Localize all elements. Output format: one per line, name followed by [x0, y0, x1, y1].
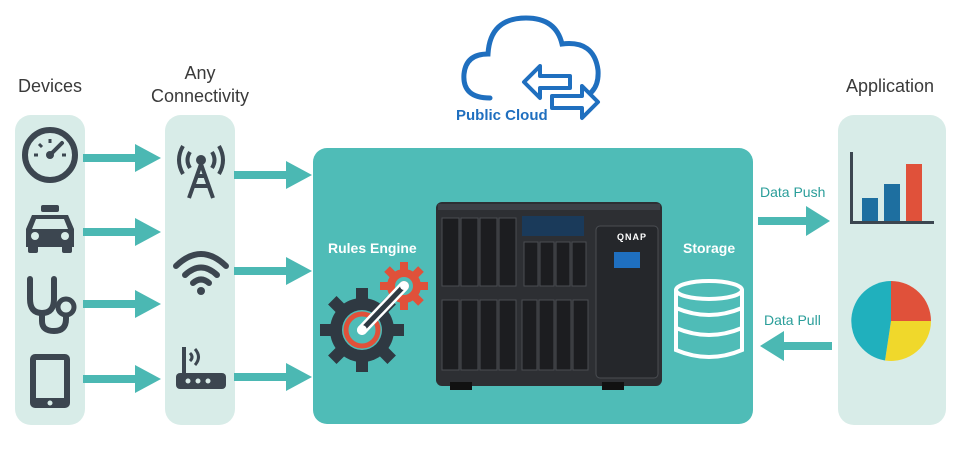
bar-chart-icon: [850, 152, 934, 224]
connectivity-label-line1: Any: [184, 63, 216, 83]
wifi-icon: [173, 251, 229, 295]
speedometer-icon: [22, 127, 78, 183]
connectivity-label-line2: Connectivity: [150, 86, 250, 106]
database-icon: [674, 279, 744, 359]
cloud-icon: [461, 15, 601, 120]
router-icon: [176, 347, 226, 389]
storage-label: Storage: [683, 240, 736, 256]
data-pull-label: Data Pull: [764, 312, 821, 328]
data-push-label: Data Push: [760, 184, 826, 200]
antenna-icon: [177, 145, 225, 199]
nas-brand-label: QNAP: [617, 232, 648, 242]
application-panel: [838, 115, 946, 425]
application-label: Application: [845, 76, 935, 96]
pie-chart-icon: [851, 281, 931, 361]
stethoscope-icon: [27, 276, 77, 335]
tablet-icon: [30, 354, 70, 408]
gears-icon: [320, 262, 428, 372]
data-push-arrow: [758, 206, 830, 236]
connectivity-arrows: [234, 161, 312, 391]
nas-device: [436, 202, 662, 390]
device-arrows: [83, 144, 161, 393]
rules-engine-label: Rules Engine: [328, 240, 417, 256]
public-cloud-label: Public Cloud: [456, 107, 548, 124]
devices-label: Devices: [17, 76, 83, 96]
data-pull-arrow: [760, 331, 832, 361]
car-icon: [26, 205, 74, 253]
